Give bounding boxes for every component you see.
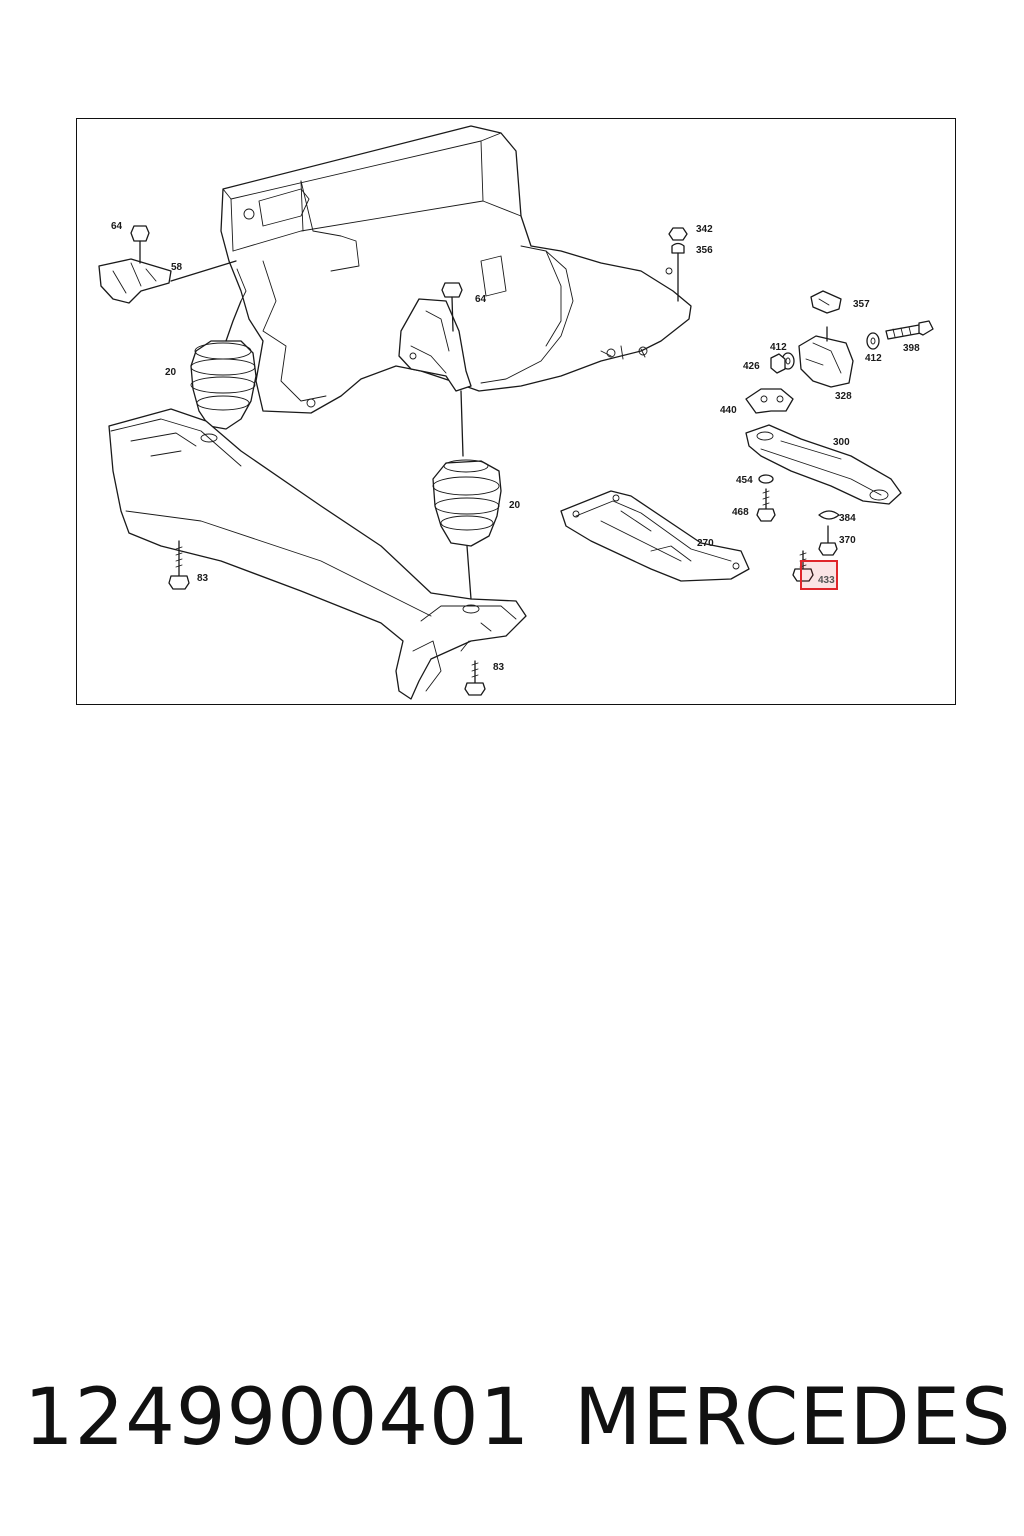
nut-342-washer-356 xyxy=(668,227,688,302)
washer-454 xyxy=(758,474,774,484)
bracket-58 xyxy=(98,258,237,304)
callout-64-right: 64 xyxy=(475,294,487,305)
bolt-468 xyxy=(756,488,776,522)
callout-412-a: 412 xyxy=(770,342,787,353)
engine-mount-20-right xyxy=(432,390,502,600)
callout-64-left: 64 xyxy=(111,221,123,232)
callout-328: 328 xyxy=(835,391,852,402)
callout-433: 433 xyxy=(818,575,835,586)
washer-412-b xyxy=(866,332,880,350)
bolt-370 xyxy=(818,525,838,556)
callout-468: 468 xyxy=(732,507,749,518)
callout-398: 398 xyxy=(903,343,920,354)
callout-426: 426 xyxy=(743,361,760,372)
bolt-398 xyxy=(885,320,934,340)
engine-block xyxy=(220,125,692,414)
callout-83-right: 83 xyxy=(493,662,505,673)
callout-20-right: 20 xyxy=(509,500,521,511)
callout-454: 454 xyxy=(736,475,753,486)
washer-384 xyxy=(818,510,840,520)
callout-342: 342 xyxy=(696,224,713,235)
bolt-83-left xyxy=(168,540,190,590)
callout-270: 270 xyxy=(697,538,714,549)
front-crossmember xyxy=(108,408,527,700)
callout-58: 58 xyxy=(171,262,183,273)
clip-357 xyxy=(810,290,842,314)
callout-412-b: 412 xyxy=(865,353,882,364)
plate-270 xyxy=(560,490,750,582)
footer: 1249900401 MERCEDES xyxy=(0,1368,1024,1468)
callout-300: 300 xyxy=(833,437,850,448)
callout-356: 356 xyxy=(696,245,713,256)
bracket-440 xyxy=(745,388,794,414)
brand-name: MERCEDES xyxy=(574,1373,1012,1463)
mount-328 xyxy=(798,326,854,388)
callout-384: 384 xyxy=(839,513,856,524)
callout-357: 357 xyxy=(853,299,870,310)
callout-83-left: 83 xyxy=(197,573,209,584)
parts-diagram-frame: 64 58 20 64 20 83 83 342 356 357 412 412… xyxy=(76,118,956,705)
callout-440: 440 xyxy=(720,405,737,416)
engine-mount-20-left xyxy=(190,300,257,430)
bolt-83-right xyxy=(464,660,486,696)
engine-mount-exploded-diagram: 64 58 20 64 20 83 83 342 356 357 412 412… xyxy=(98,125,934,700)
bolt-64-right xyxy=(441,282,463,332)
callout-20-left: 20 xyxy=(165,367,177,378)
nut-426 xyxy=(770,353,786,374)
part-number: 1249900401 xyxy=(24,1373,531,1463)
bolt-64-left xyxy=(130,225,150,264)
callout-370: 370 xyxy=(839,535,856,546)
highlight-433 xyxy=(800,560,838,590)
crossmember-300 xyxy=(745,424,902,505)
